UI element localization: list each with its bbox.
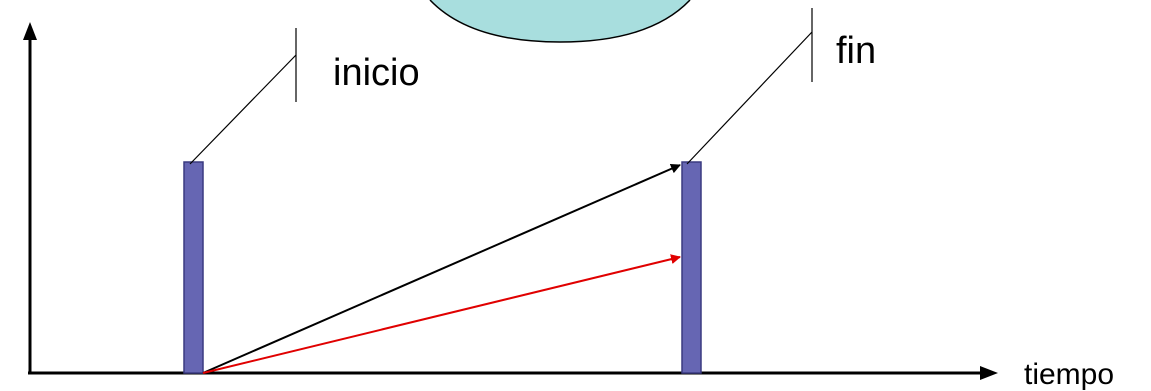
vertical-axis-arrowhead [23, 22, 37, 40]
end-marker [681, 161, 702, 374]
start-label: inicio [333, 52, 420, 94]
start-callout-leader [189, 54, 297, 165]
end-callout-leader [686, 31, 813, 165]
start-marker [183, 161, 204, 374]
time-axis-label: tiempo [1024, 358, 1114, 391]
top-bubble [429, 0, 691, 43]
time-axis-arrowhead [980, 366, 998, 380]
black-arrow [202, 164, 681, 374]
red-arrow [202, 254, 681, 374]
end-label: fin [836, 30, 876, 72]
